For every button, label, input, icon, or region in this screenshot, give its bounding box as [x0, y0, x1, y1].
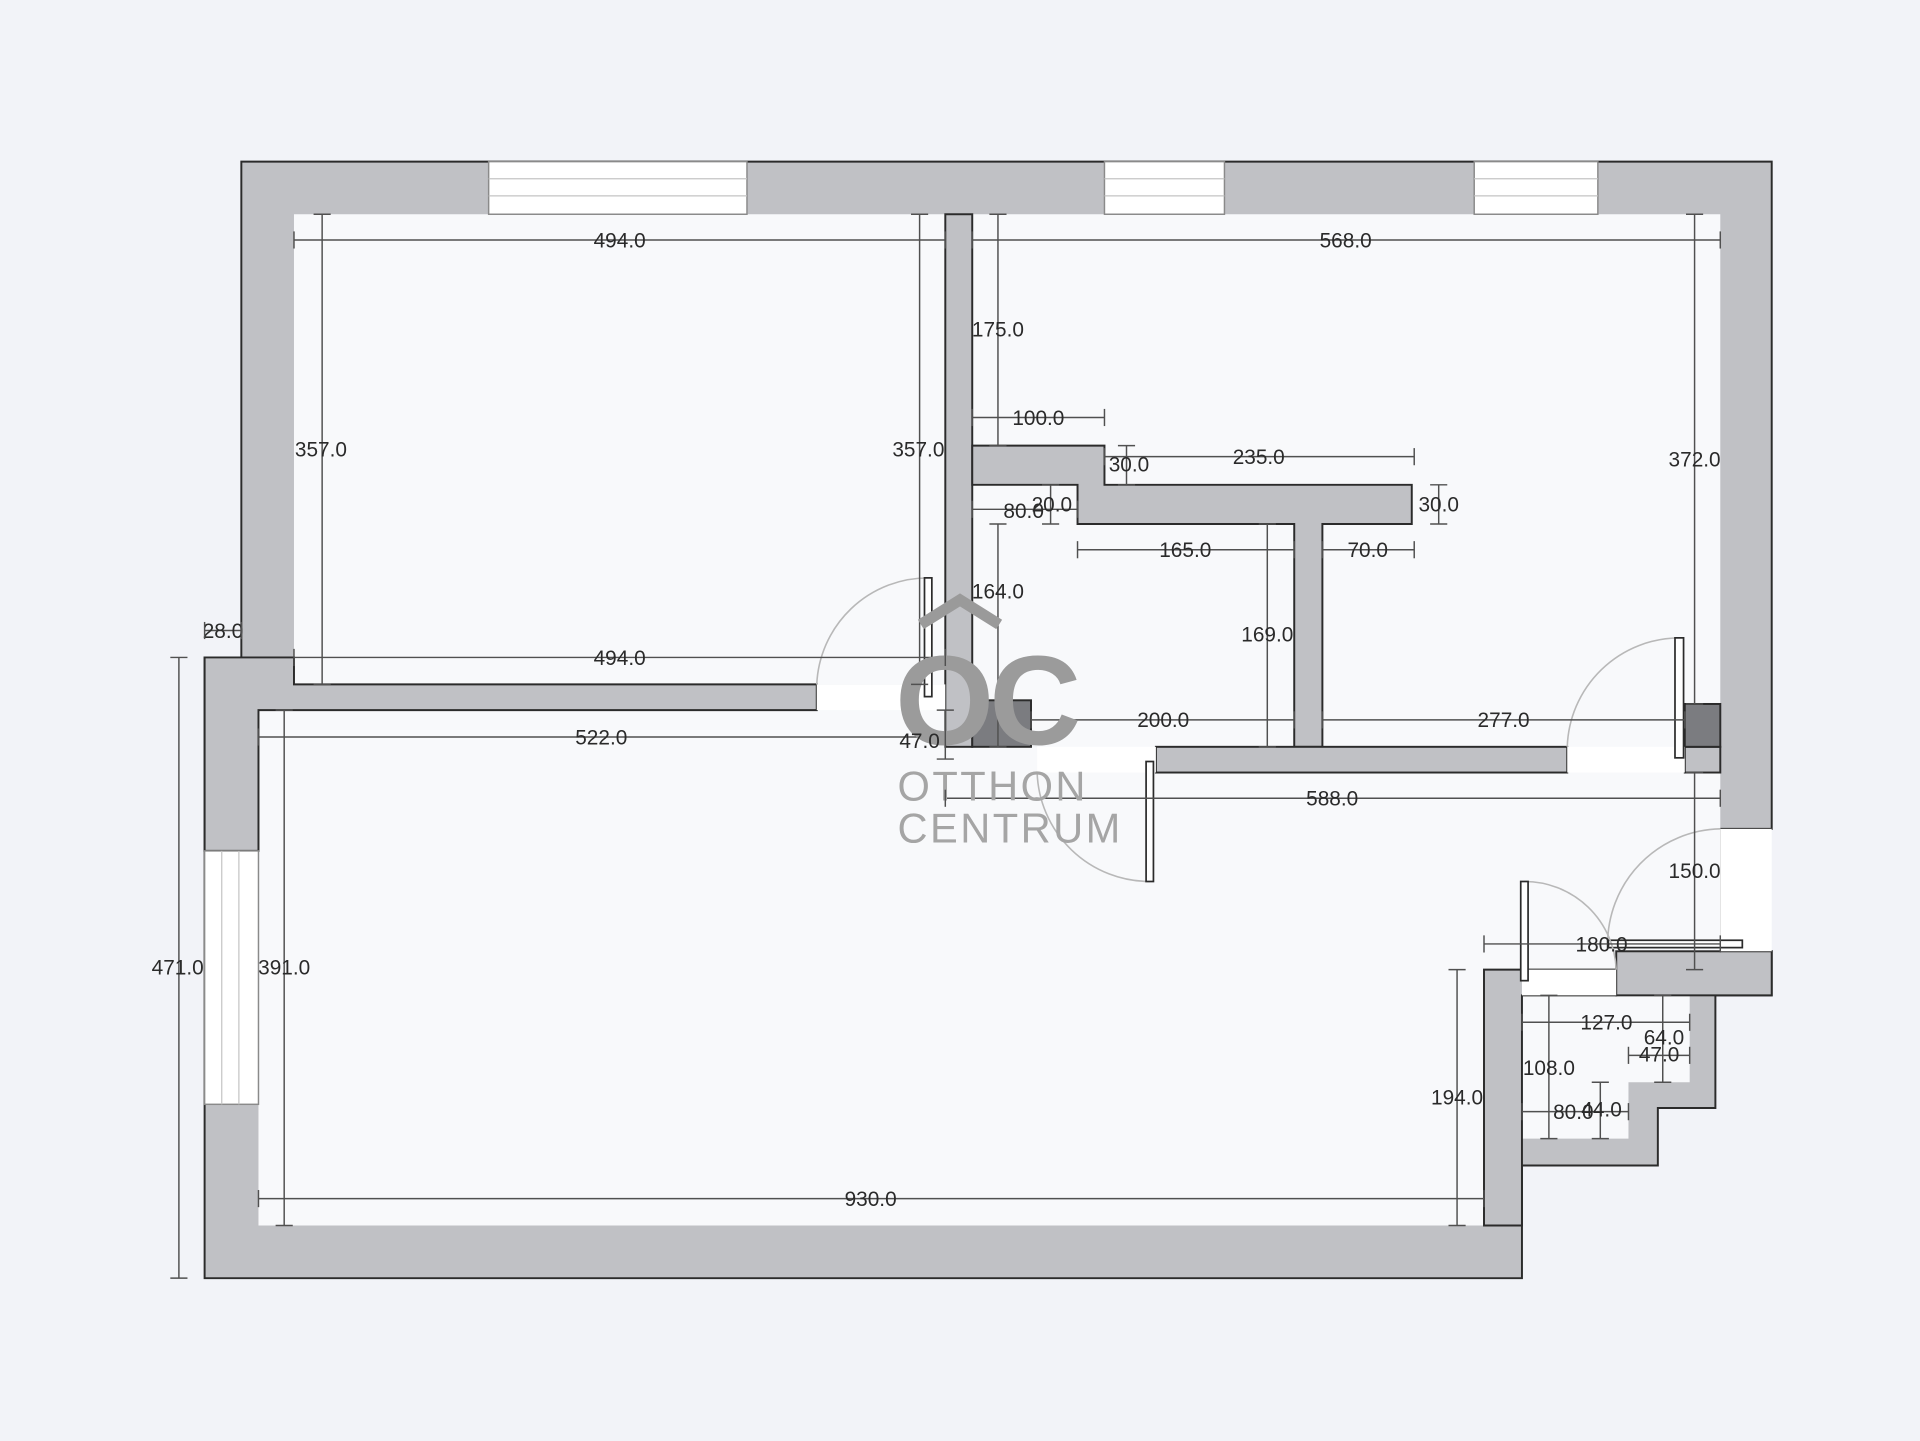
door-arc-right-room — [1566, 637, 1680, 747]
dim-label: 150.0 — [1669, 860, 1721, 883]
doors — [815, 577, 1744, 982]
dimension-labels: 494.0 568.0 175.0 100.0 357.0 357.0 30.0… — [152, 229, 1721, 1211]
dimension-ticks — [170, 213, 1722, 1279]
door-gap-bathroom — [1037, 746, 1156, 773]
window-top-1 — [487, 160, 748, 215]
dim-label: 108.0 — [1523, 1057, 1575, 1080]
bedroom-left — [293, 214, 946, 685]
logo-roof-icon — [917, 593, 1003, 630]
wall-mid-vertical — [944, 213, 974, 748]
dim-label: 164.0 — [972, 581, 1024, 604]
dim-label: 100.0 — [1012, 407, 1064, 430]
entrance-gap — [1720, 828, 1772, 952]
dim-label: 80.0 — [1553, 1101, 1593, 1124]
dim-label: 44.0 — [1581, 1099, 1621, 1122]
pillar-left — [971, 699, 1032, 748]
dim-label: 588.0 — [1306, 788, 1358, 811]
dim-label: 127.0 — [1580, 1012, 1632, 1035]
window-left — [203, 850, 260, 1106]
door-arc-bathroom — [1036, 772, 1150, 883]
dim-label: 30.0 — [1109, 453, 1149, 476]
logo-line1: OTTHON — [898, 763, 1088, 810]
window-top-2 — [1103, 160, 1226, 215]
door-arc-entrance — [1606, 828, 1721, 946]
dim-label: 175.0 — [972, 319, 1024, 342]
dim-label: 194.0 — [1431, 1086, 1483, 1109]
dim-label: 357.0 — [892, 439, 944, 462]
dim-label: 70.0 — [1347, 539, 1387, 562]
dim-label: 494.0 — [594, 647, 646, 670]
dimension-lines — [178, 214, 1721, 1279]
dim-label: 471.0 — [152, 957, 204, 980]
door-leaf-storage — [1519, 880, 1529, 982]
bathroom — [972, 484, 1295, 773]
storage — [1521, 995, 1690, 1139]
dim-label: 357.0 — [295, 439, 347, 462]
logo-line2: CENTRUM — [898, 804, 1123, 851]
dim-label: 47.0 — [899, 730, 939, 753]
dim-label: 80.0 — [1003, 500, 1043, 523]
dim-label: 165.0 — [1159, 539, 1211, 562]
door-gap-storage — [1521, 969, 1617, 996]
window-top-3 — [1473, 160, 1599, 215]
dim-label: 47.0 — [1639, 1043, 1679, 1066]
living-room — [258, 684, 1721, 1226]
pillar-right — [1683, 702, 1722, 748]
dim-label: 494.0 — [594, 229, 646, 252]
logo-watermark: OC OTTHON CENTRUM — [895, 593, 1123, 851]
rooms — [258, 214, 1721, 1226]
door-arc-bedroom — [815, 577, 929, 685]
door-arc-storage — [1524, 880, 1618, 970]
logo-monogram: OC — [895, 629, 1078, 771]
wall-right-bottom-stub — [1683, 745, 1722, 774]
door-leaf-bedroom — [923, 577, 933, 698]
dim-label: 28.0 — [203, 620, 243, 643]
dim-label: 64.0 — [1644, 1026, 1684, 1049]
dim-label: 200.0 — [1137, 709, 1189, 732]
wall-bath-bottom — [1154, 745, 1569, 774]
dim-label: 277.0 — [1478, 709, 1530, 732]
dim-label: 20.0 — [1032, 494, 1072, 517]
dim-label: 372.0 — [1669, 448, 1721, 471]
dim-label: 180.0 — [1576, 933, 1628, 956]
dim-label: 930.0 — [845, 1188, 897, 1211]
door-gap-right-room — [1567, 746, 1685, 773]
door-leaf-right-room — [1674, 637, 1685, 759]
dim-label: 235.0 — [1233, 446, 1285, 469]
dim-label: 30.0 — [1418, 494, 1458, 517]
dim-label: 522.0 — [575, 726, 627, 749]
room-right — [972, 214, 1721, 773]
dim-label: 391.0 — [258, 957, 310, 980]
windows — [203, 160, 1599, 1106]
dim-label: 169.0 — [1241, 624, 1293, 647]
door-leaf-bathroom — [1145, 760, 1155, 883]
dim-label: 568.0 — [1320, 229, 1372, 252]
